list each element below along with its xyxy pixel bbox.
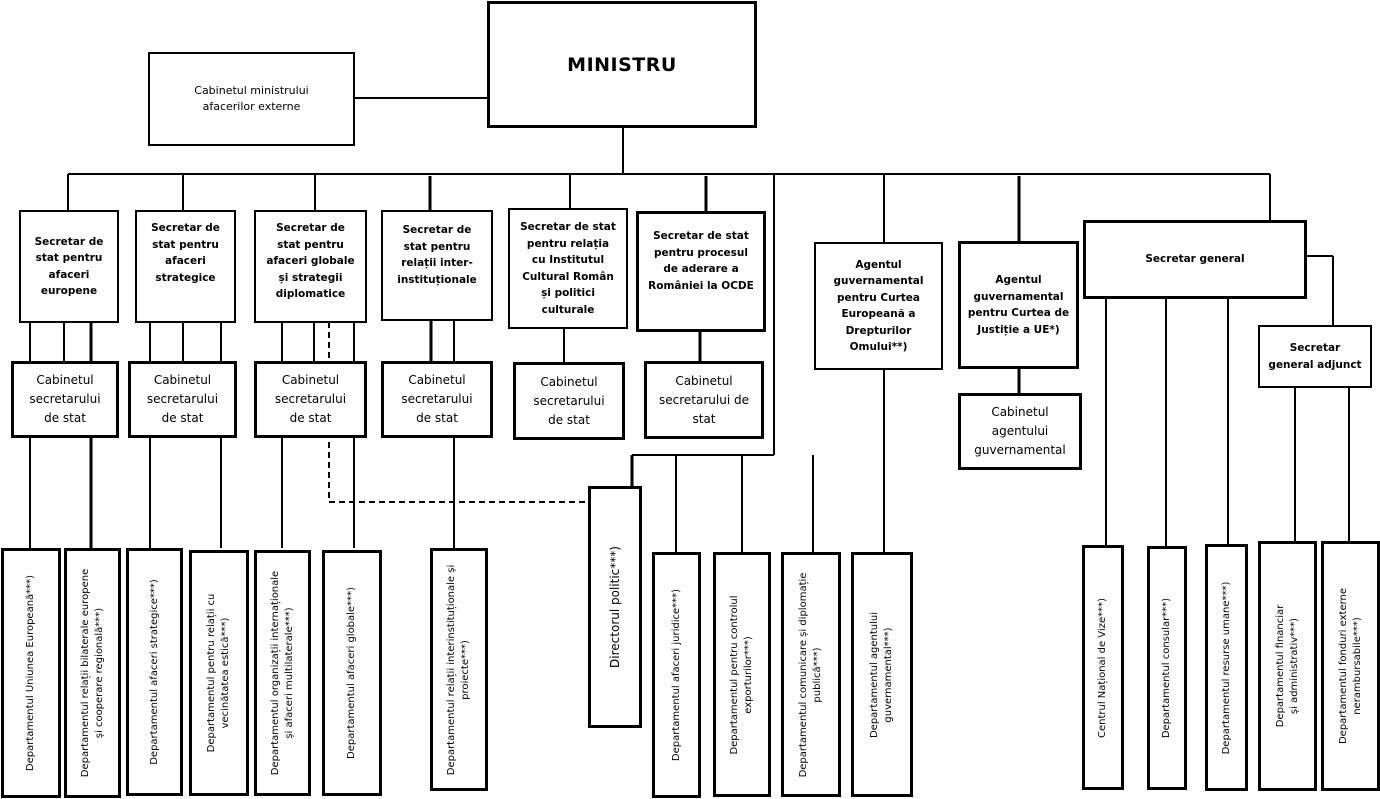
secretary-general-label: Secretar general xyxy=(1145,253,1245,266)
dept-consular[interactable]: Departamentul consular***) xyxy=(1147,546,1187,790)
dept-legal-affairs[interactable]: Departamentul afaceri juridice***) xyxy=(652,552,701,798)
dept-interinstitutional-projects[interactable]: Departamentul relații interinstituțional… xyxy=(430,548,488,791)
dept-bilateral-european[interactable]: Departamentul relații bilaterale europen… xyxy=(64,548,121,798)
dept-global-affairs[interactable]: Departamentul afaceri globale***) xyxy=(322,550,382,796)
minister-label: MINISTRU xyxy=(567,53,677,76)
national-visa-center[interactable]: Centrul Național de Vize***) xyxy=(1082,545,1124,790)
political-director[interactable]: Directorul politic***) xyxy=(588,486,642,728)
dept-strategic-affairs[interactable]: Departamentul afaceri strategice***) xyxy=(126,548,183,796)
minister-box[interactable]: MINISTRU xyxy=(487,1,757,128)
dept-human-resources[interactable]: Departamentul resurse umane***) xyxy=(1205,544,1248,791)
secretary-general-box[interactable]: Secretar general xyxy=(1083,220,1307,299)
dept-international-organizations[interactable]: Departamentul organizații internaționale… xyxy=(254,550,311,796)
dept-european-union[interactable]: Departamentul Uniunea Europeană***) xyxy=(1,548,61,798)
